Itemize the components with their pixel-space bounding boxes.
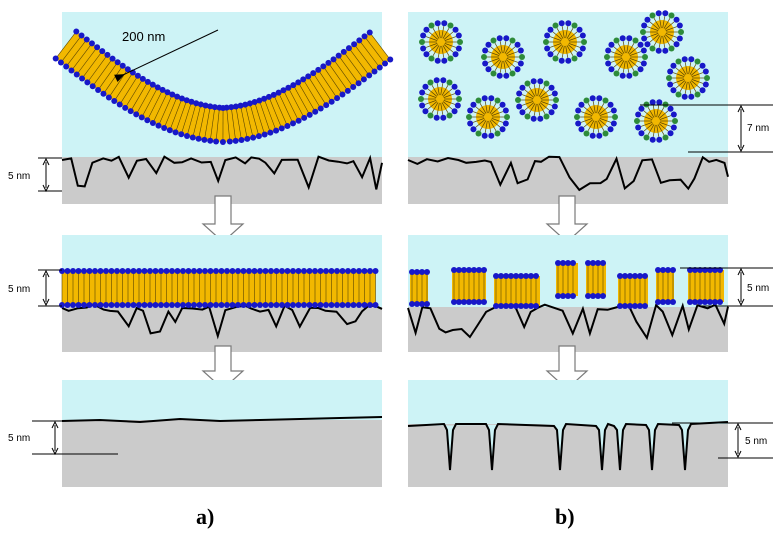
micelle-spacing-label: 7 nm — [747, 123, 769, 134]
micelle — [543, 20, 587, 64]
bilayer-patch-group — [409, 260, 724, 309]
micelle — [419, 20, 463, 64]
thickness-marker-b3 — [672, 422, 773, 459]
panel-a-caption: a) — [196, 504, 214, 529]
rough-surface-profile-a1 — [61, 154, 383, 191]
thickness-label-a1: 5 nm — [8, 171, 30, 182]
thickness-label-a2: 5 nm — [8, 284, 30, 295]
rough-surface-profile-a2 — [61, 303, 383, 340]
flat-bilayer-core — [62, 271, 376, 305]
bilayer-patch — [409, 269, 430, 307]
panel-b: 7 nm 5 nm 5 nm b) — [407, 10, 773, 529]
thickness-label-b3: 5 nm — [745, 436, 767, 447]
process-arrow-b1 — [545, 195, 589, 243]
micelle-group — [418, 10, 710, 143]
panel-a: 200 nm 5 nm 5 nm — [8, 12, 394, 529]
micelle — [604, 35, 648, 79]
vesicle-core — [55, 31, 391, 142]
flat-bilayer-tails — [61, 271, 376, 305]
spacing-marker-b1 — [640, 104, 773, 153]
micelle — [574, 95, 618, 139]
micelle — [481, 35, 525, 79]
flat-bilayer-headgroups — [59, 268, 379, 308]
rough-surface-profile-b2 — [407, 302, 729, 341]
vesicle-size-arrow — [114, 29, 219, 83]
micelle — [515, 78, 559, 122]
bilayer-patch — [617, 273, 648, 309]
pitted-surface-profile-b3 — [407, 421, 729, 471]
bilayer-patch — [451, 267, 487, 305]
panel-b-caption: b) — [555, 504, 575, 529]
micelle — [640, 10, 684, 54]
micelle — [466, 95, 510, 139]
micelle — [418, 77, 462, 121]
thickness-marker-b2 — [680, 267, 773, 307]
vesicle-size-label: 200 nm — [122, 29, 165, 44]
vesicle-tails — [55, 31, 391, 143]
vesicle-headgroups — [52, 28, 394, 145]
thickness-marker-a2 — [38, 269, 62, 307]
micelle — [666, 56, 710, 100]
substrate-a2 — [62, 307, 382, 352]
bilayer-patch — [555, 260, 578, 299]
supported-bilayer-flat — [59, 268, 379, 308]
substrate-b3 — [408, 424, 728, 487]
liquid-region-b3 — [408, 380, 728, 424]
thickness-marker-a3 — [32, 420, 118, 456]
bilayer-patch — [687, 267, 724, 305]
liquid-region-a3 — [62, 380, 382, 420]
thickness-label-b2: 5 nm — [747, 283, 769, 294]
process-arrow-a1 — [201, 195, 245, 243]
bilayer-patch — [493, 273, 540, 309]
thickness-label-a3: 5 nm — [8, 433, 30, 444]
bilayer-patch — [585, 260, 606, 299]
rough-surface-profile-b1 — [407, 155, 729, 192]
bilayer-patch — [655, 267, 676, 305]
smooth-surface-profile-a3 — [61, 416, 383, 424]
thickness-marker-a1 — [38, 157, 62, 193]
vesicle-bilayer-curved — [52, 28, 394, 145]
